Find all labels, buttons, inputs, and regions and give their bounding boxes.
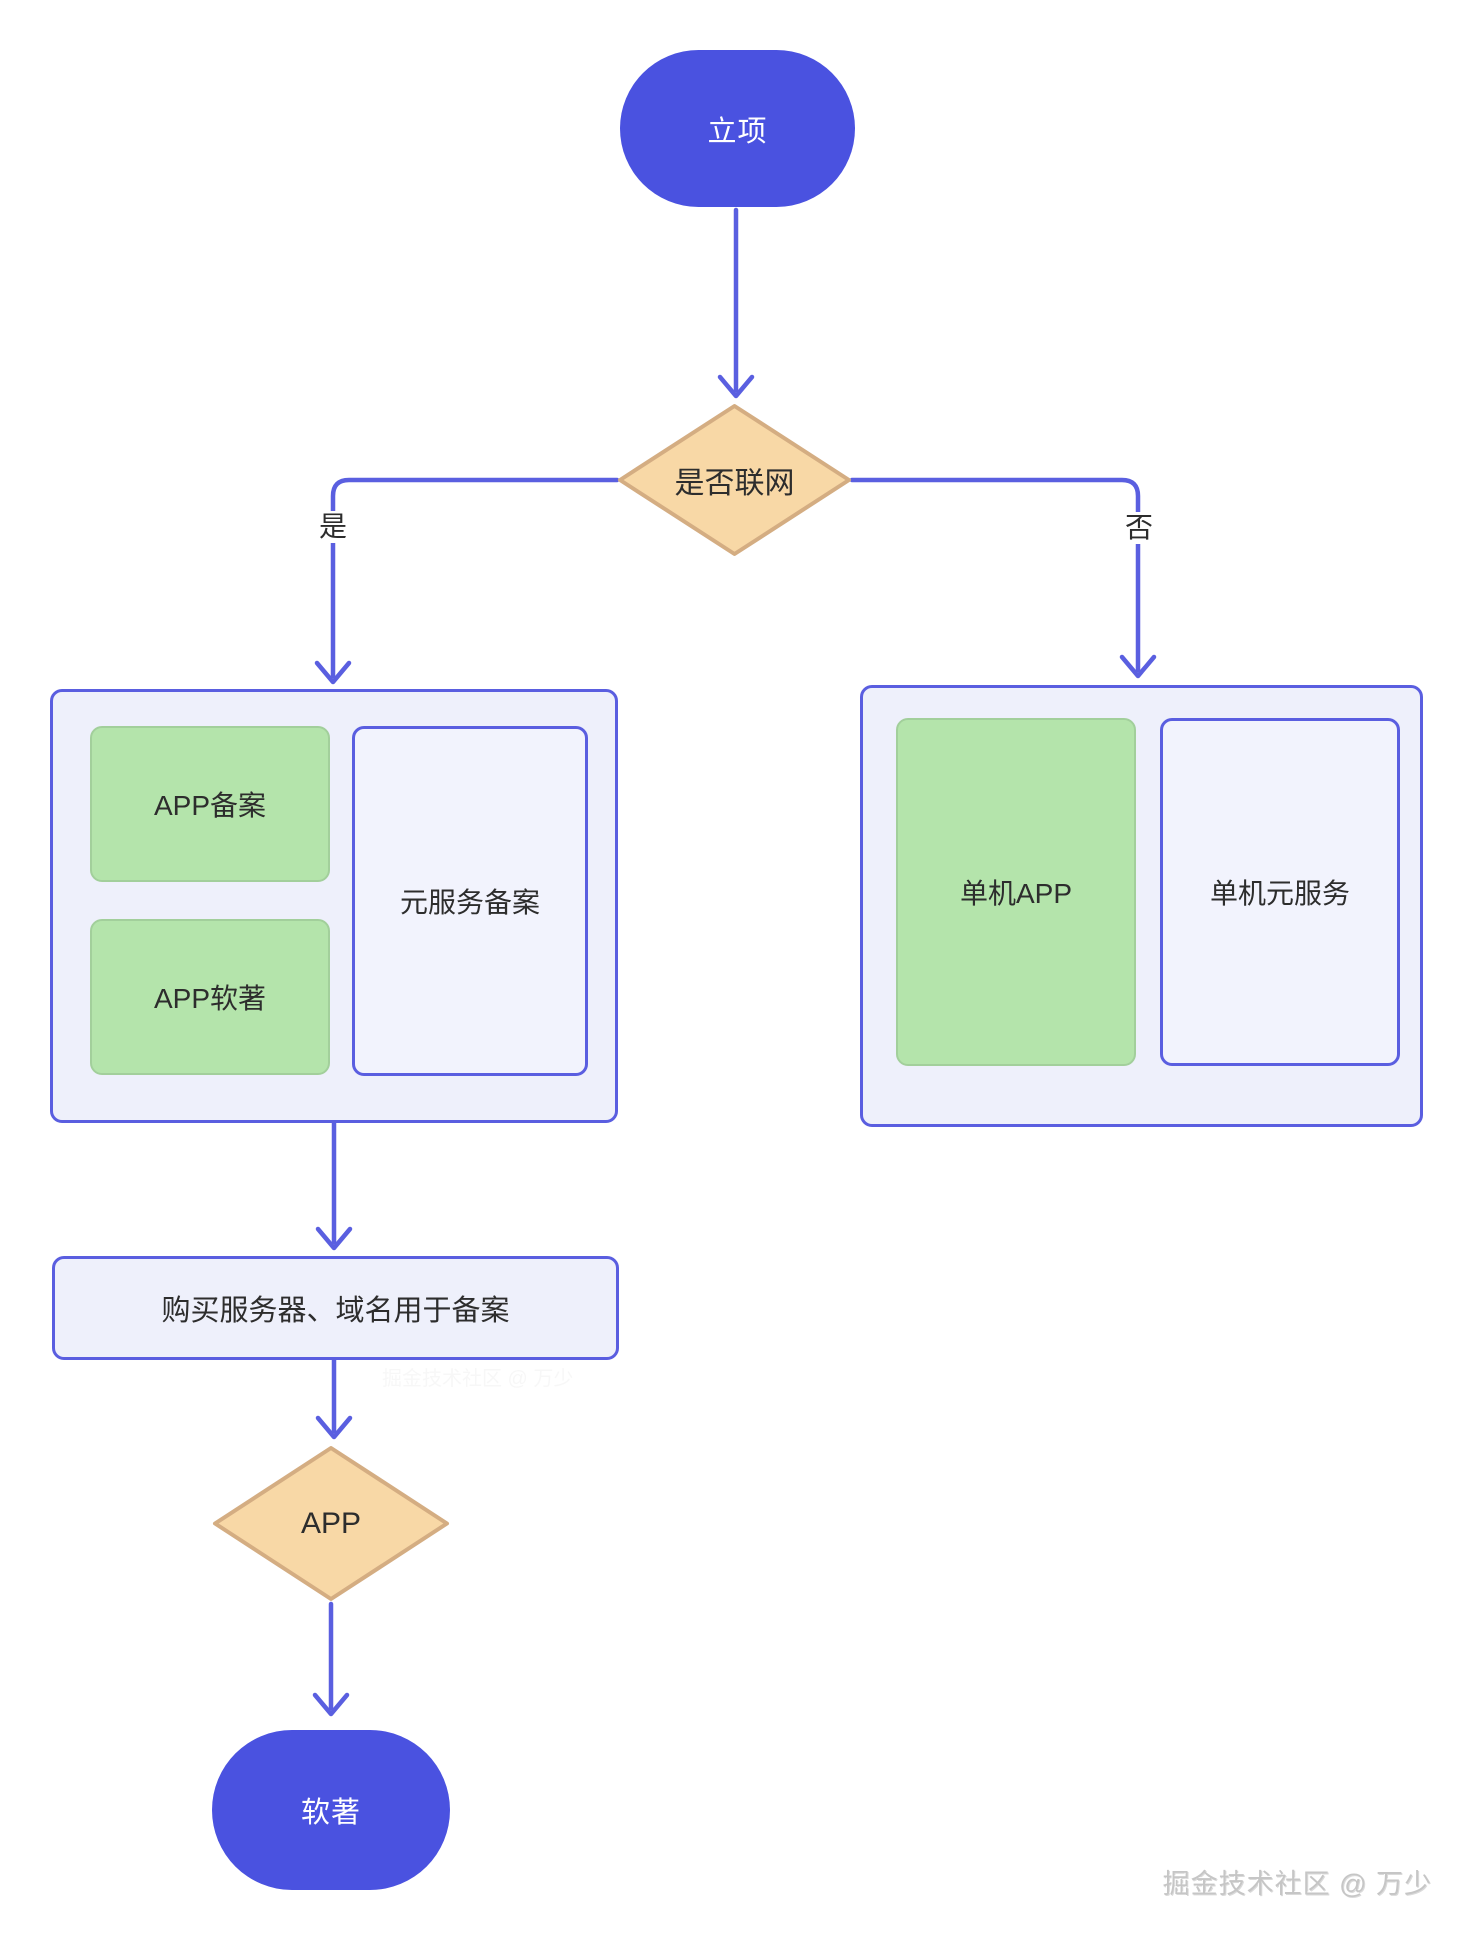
offline-group-container: 单机APP 单机元服务 xyxy=(860,685,1423,1127)
arrowhead-end xyxy=(315,1695,347,1714)
decision-network: 是否联网 xyxy=(617,403,852,557)
meta-service-filing-box: 元服务备案 xyxy=(352,726,588,1076)
decision-app-label: APP xyxy=(300,1506,362,1540)
arrowhead-decision xyxy=(720,377,752,396)
arrowhead-left-group xyxy=(317,663,349,682)
watermark-credit: 掘金技术社区 @ 万少 xyxy=(1162,1869,1432,1899)
standalone-meta-service-label: 单机元服务 xyxy=(1209,878,1350,909)
meta-service-filing-label: 元服务备案 xyxy=(399,887,540,918)
process-buy-box: 购买服务器、域名用于备案 xyxy=(52,1256,619,1360)
branch-label-no: 否 xyxy=(1119,512,1159,544)
branch-label-yes: 是 xyxy=(313,511,353,543)
end-node: 软著 xyxy=(212,1730,450,1890)
standalone-app-label: 单机APP xyxy=(959,878,1073,909)
arrowhead-app-diamond xyxy=(318,1418,350,1437)
end-node-label: 软著 xyxy=(300,1797,361,1829)
app-copyright-box: APP软著 xyxy=(90,919,330,1075)
edge-yes-branch xyxy=(330,477,620,679)
diamond-shape xyxy=(618,404,851,556)
app-filing-box: APP备案 xyxy=(90,726,330,882)
arrowhead-right-group xyxy=(1122,657,1154,676)
arrowhead-process xyxy=(318,1229,350,1248)
edge-no-branch xyxy=(849,477,1141,673)
decision-network-label: 是否联网 xyxy=(674,467,795,500)
start-node: 立项 xyxy=(620,50,855,207)
diamond-shape xyxy=(213,1446,449,1601)
app-filing-label: APP备案 xyxy=(153,790,267,821)
online-group-container: APP备案 APP软著 元服务备案 xyxy=(50,689,618,1123)
standalone-app-box: 单机APP xyxy=(896,718,1136,1066)
decision-app: APP xyxy=(212,1445,450,1602)
process-buy-label: 购买服务器、域名用于备案 xyxy=(161,1295,510,1327)
app-copyright-label: APP软著 xyxy=(153,983,267,1014)
standalone-meta-service-box: 单机元服务 xyxy=(1160,718,1400,1066)
start-node-label: 立项 xyxy=(707,115,768,148)
watermark-faint: 掘金技术社区 @ 万少 xyxy=(382,1368,574,1390)
